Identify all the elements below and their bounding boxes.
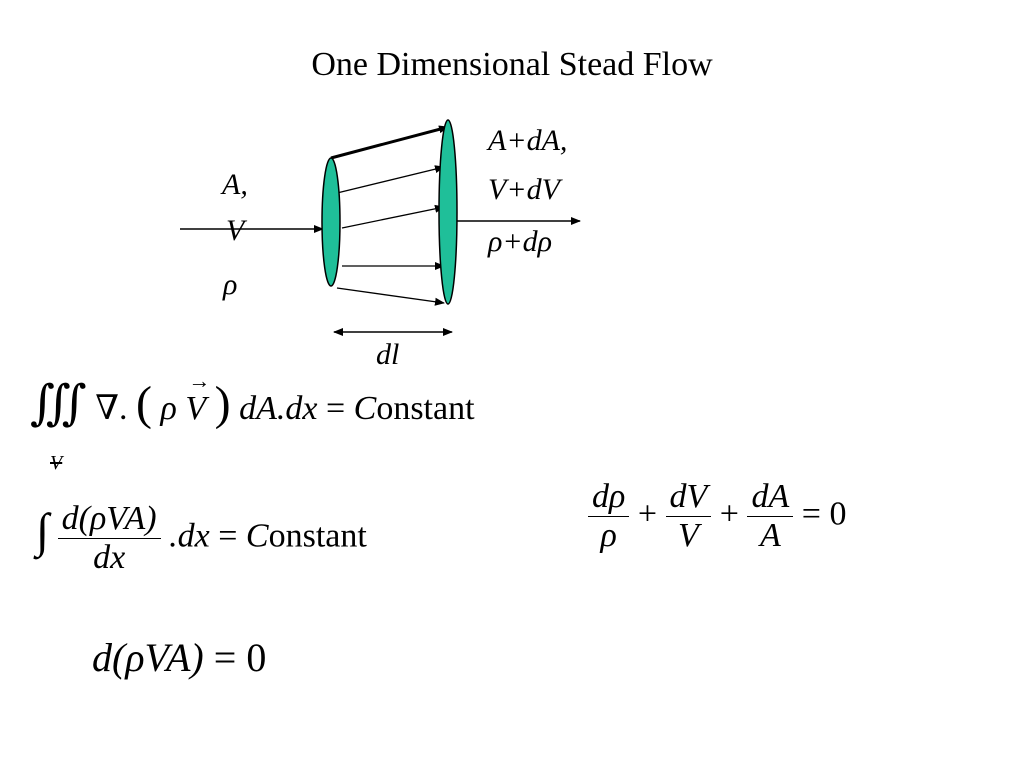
area-numerator: dA (747, 478, 794, 517)
streamline-arrow (341, 204, 445, 229)
d-symbol: d (61, 500, 79, 537)
equals-sign: = (218, 517, 246, 555)
triple-integral-symbol: ∭ (30, 377, 87, 430)
equation-differential-sum: dρ ρ + dV V + dA A = 0 (588, 478, 846, 555)
dx-term: .dx (169, 517, 210, 555)
right-paren: ) (214, 377, 231, 430)
equals-sign: = (325, 390, 354, 427)
equals-sign: = (203, 635, 247, 680)
differential-term: dA.dx (239, 390, 318, 427)
vector-arrow-icon: → (188, 368, 211, 393)
inlet-disk (321, 157, 341, 287)
inlet-area-label: A, (222, 168, 248, 201)
equation-line-integral: ∫ d(ρVA) dx .dx = Constant (36, 500, 367, 577)
zero-value: 0 (246, 635, 267, 680)
area-fraction: dA A (747, 478, 794, 555)
velocity-fraction: dV V (665, 478, 712, 555)
streamline-arrow (336, 165, 445, 194)
area-denominator: A (759, 517, 781, 554)
length-label: dl (376, 338, 400, 371)
d-symbol: d (92, 635, 112, 680)
nabla-operator: ∇. (95, 390, 128, 427)
constant-initial: C (245, 517, 269, 555)
derivative-numerator: d(ρVA) (57, 500, 161, 539)
derivative-fraction: d(ρVA) dx (57, 500, 161, 577)
outlet-velocity-label: V+dV (488, 173, 560, 206)
derivative-denominator: dx (93, 539, 126, 576)
constant-initial: C (353, 390, 377, 427)
mass-flux-term: (ρVA) (112, 635, 204, 680)
velocity-vector: → V (185, 368, 210, 428)
top-boundary-arrow (330, 125, 449, 160)
outlet-area-label: A+dA, (488, 124, 568, 157)
left-paren: ( (136, 377, 152, 430)
density-fraction: dρ ρ (588, 478, 630, 555)
outlet-disk (438, 119, 458, 305)
plus-sign: + (629, 495, 666, 533)
velocity-numerator: dV (665, 478, 712, 517)
inlet-density-label: ρ (223, 268, 238, 301)
density-numerator: dρ (588, 478, 630, 517)
slide-title: One Dimensional Stead Flow (311, 46, 713, 83)
mass-flux-term: (ρVA) (78, 500, 157, 537)
streamline-arrow (336, 287, 445, 306)
volume-subscript: V (50, 452, 63, 474)
equation-mass-conservation: d(ρVA) = 0 (92, 634, 266, 681)
integral-symbol: ∫ (36, 504, 50, 558)
equals-sign: = (793, 495, 830, 533)
rho-symbol: ρ (160, 390, 177, 427)
constant-rest: onstant (376, 390, 475, 427)
velocity-symbol: V (185, 390, 207, 427)
constant-rest: onstant (268, 517, 367, 555)
inlet-velocity-label: V (226, 214, 245, 247)
outlet-density-label: ρ+dρ (488, 225, 553, 258)
zero-value: 0 (829, 495, 847, 533)
velocity-denominator: V (678, 517, 699, 554)
plus-sign: + (711, 495, 748, 533)
equation-volume-integral: ∭ ∇. ( ρ → V ) dA.dx = Constant (30, 368, 475, 430)
density-denominator: ρ (600, 517, 617, 554)
